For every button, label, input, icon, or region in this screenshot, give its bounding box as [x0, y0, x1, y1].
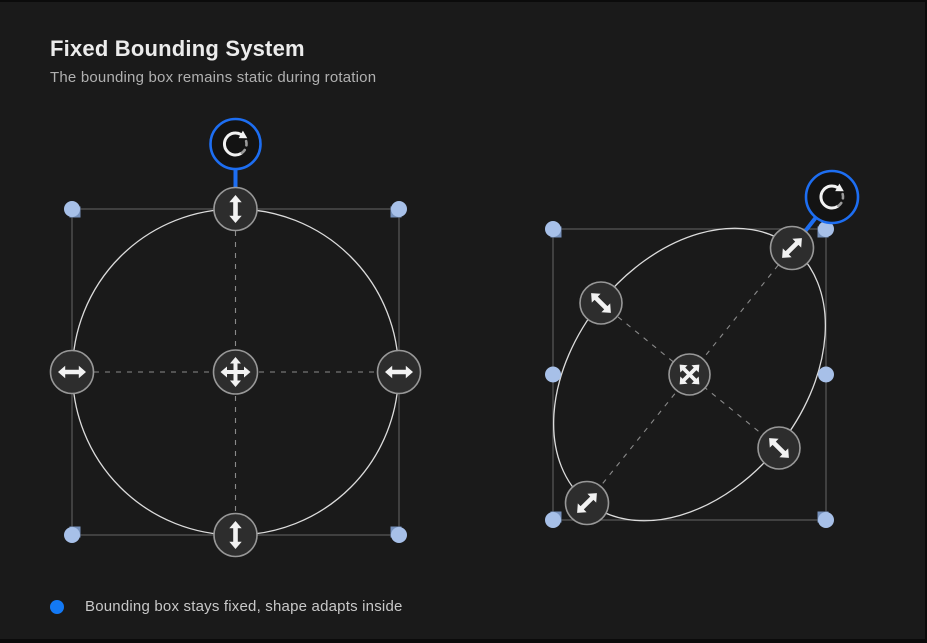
anchor-dot	[64, 527, 80, 543]
legend-dot-icon	[50, 599, 64, 614]
anchor-dot	[391, 201, 407, 217]
resize-vertical-icon	[229, 521, 242, 549]
legend: Bounding box stays fixed, shape adapts i…	[50, 598, 403, 615]
resize-handle-bottom[interactable]	[213, 512, 258, 558]
corner-anchor-bottom-left[interactable]	[545, 511, 562, 529]
rotate-icon	[223, 130, 248, 157]
anchor-dot	[545, 221, 561, 237]
fixed-box-circle-diagram	[49, 117, 422, 558]
resize-diagonal-nwse-icon	[591, 293, 611, 313]
rotate-handle[interactable]	[804, 169, 860, 225]
corner-anchor-top-right[interactable]	[817, 221, 835, 238]
resize-diagonal-nesw-icon	[577, 493, 597, 513]
resize-horizontal-icon	[385, 365, 413, 379]
fixed-box-rotated-ellipse-diagram	[545, 169, 860, 529]
corner-anchor-top-left[interactable]	[545, 221, 562, 238]
resize-horizontal-icon	[58, 365, 86, 379]
move-icon	[220, 357, 251, 387]
legend-text: Bounding box stays fixed, shape adapts i…	[85, 598, 403, 615]
resize-handle-top[interactable]	[213, 186, 258, 232]
move-handle-center[interactable]	[212, 349, 259, 395]
resize-handle-southwest[interactable]	[564, 480, 610, 526]
corner-anchor-bottom-right[interactable]	[817, 511, 835, 529]
edge-anchor-right[interactable]	[818, 366, 834, 383]
corner-anchor-bottom-right[interactable]	[390, 526, 408, 544]
resize-vertical-icon	[229, 195, 242, 223]
expand-handle-center[interactable]	[668, 353, 711, 396]
corner-anchor-top-left[interactable]	[64, 201, 81, 218]
anchor-dot	[64, 201, 80, 217]
header: Fixed Bounding System The bounding box r…	[50, 36, 376, 86]
corner-anchor-bottom-left[interactable]	[64, 526, 81, 544]
resize-handle-northeast[interactable]	[769, 225, 815, 271]
page-subtitle: The bounding box remains static during r…	[50, 69, 377, 87]
anchor-dot	[545, 512, 561, 528]
rotate-icon	[819, 183, 845, 210]
corner-anchor-top-right[interactable]	[390, 201, 408, 218]
resize-diagonal-nesw-icon	[782, 238, 802, 258]
anchor-dot	[818, 512, 834, 528]
resize-handle-northwest[interactable]	[579, 281, 623, 325]
anchor-dot	[818, 221, 834, 237]
edge-anchor-left[interactable]	[545, 366, 561, 383]
anchor-dot	[391, 527, 407, 543]
resize-diagonal-nwse-icon	[769, 438, 789, 458]
resize-handle-right[interactable]	[376, 349, 422, 395]
resize-handle-left[interactable]	[49, 349, 95, 395]
rotate-handle[interactable]	[209, 117, 262, 171]
page-title: Fixed Bounding System	[50, 36, 305, 61]
resize-handle-southeast[interactable]	[757, 426, 801, 470]
expand-icon	[679, 364, 700, 385]
